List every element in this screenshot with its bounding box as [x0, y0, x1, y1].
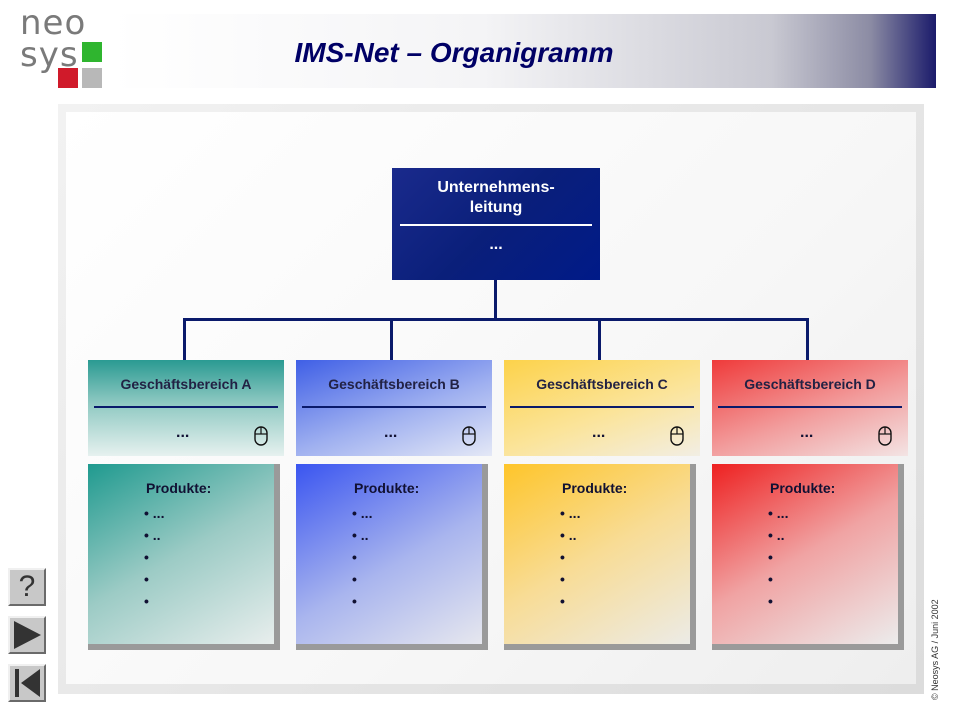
division-title: Geschäftsbereich A: [120, 376, 252, 392]
division-title: Geschäftsbereich D: [744, 376, 876, 392]
division-detail: ...: [176, 424, 190, 441]
list-item: • ..: [352, 527, 369, 543]
products-box-face: Produkte: • ... • .. • • •: [504, 464, 690, 644]
products-box-face: Produkte: • ... • .. • • •: [712, 464, 898, 644]
mouse-icon[interactable]: [254, 426, 268, 446]
top-node-divider: [400, 224, 592, 226]
division-title: Geschäftsbereich C: [536, 376, 668, 392]
list-item: • ..: [768, 527, 785, 543]
copyright-text: © Neosys AG / Juni 2002: [930, 599, 940, 700]
list-item: •: [144, 549, 149, 565]
division-box-c: Geschäftsbereich C ...: [504, 360, 700, 456]
connector-drop-a: [183, 318, 186, 360]
help-icon: ?: [18, 570, 36, 603]
list-item: •: [144, 571, 149, 587]
products-box-d: Produkte: • ... • .. • • •: [712, 464, 904, 650]
products-list: • ... • .. • • •: [144, 502, 164, 612]
products-box-face: Produkte: • ... • .. • • •: [88, 464, 274, 644]
list-item: •: [768, 571, 773, 587]
list-item: • ...: [560, 505, 581, 521]
products-box-a: Produkte: • ... • .. • • •: [88, 464, 280, 650]
list-item: • ..: [560, 527, 577, 543]
list-item: •: [560, 549, 565, 565]
next-slide-button[interactable]: [8, 616, 46, 654]
list-item: •: [352, 549, 357, 565]
mouse-icon[interactable]: [462, 426, 476, 446]
mouse-icon[interactable]: [670, 426, 684, 446]
division-divider: [302, 406, 486, 408]
logo-text-neo: neo: [20, 3, 87, 43]
division-detail: ...: [384, 424, 398, 441]
connector-horizontal: [183, 318, 809, 321]
division-detail: ...: [800, 424, 814, 441]
header-bar: IMS-Net – Organigramm: [112, 14, 936, 88]
products-list: • ... • .. • • •: [352, 502, 372, 612]
list-item: •: [352, 593, 357, 609]
logo-square-red: [58, 68, 78, 88]
list-item: •: [352, 571, 357, 587]
connector-drop-d: [806, 318, 809, 360]
mouse-icon[interactable]: [878, 426, 892, 446]
division-divider: [94, 406, 278, 408]
list-item: •: [560, 593, 565, 609]
products-label: Produkte:: [146, 480, 212, 496]
division-divider: [718, 406, 902, 408]
products-box-c: Produkte: • ... • .. • • •: [504, 464, 696, 650]
products-label: Produkte:: [770, 480, 836, 496]
products-list: • ... • .. • • •: [768, 502, 788, 612]
division-title: Geschäftsbereich B: [328, 376, 460, 392]
neosys-logo: neo sys: [0, 0, 112, 96]
list-item: •: [560, 571, 565, 587]
page-title: IMS-Net – Organigramm: [294, 37, 614, 68]
logo-text-sys: sys: [20, 35, 79, 75]
list-item: • ...: [144, 505, 165, 521]
top-node-title-line1: Unternehmens-: [437, 179, 555, 196]
help-button[interactable]: ?: [8, 568, 46, 606]
products-label: Produkte:: [354, 480, 420, 496]
products-box-b: Produkte: • ... • .. • • •: [296, 464, 488, 650]
products-box-face: Produkte: • ... • .. • • •: [296, 464, 482, 644]
top-node-management: Unternehmens- leitung ...: [392, 168, 600, 280]
first-slide-button[interactable]: [8, 664, 46, 702]
play-next-icon: [14, 621, 41, 649]
logo-square-green: [82, 42, 102, 62]
division-box-d: Geschäftsbereich D ...: [712, 360, 908, 456]
connector-vertical-top: [494, 280, 497, 320]
division-detail: ...: [592, 424, 606, 441]
division-divider: [510, 406, 694, 408]
list-item: •: [768, 549, 773, 565]
list-item: •: [768, 593, 773, 609]
list-item: •: [144, 593, 149, 609]
connector-drop-c: [598, 318, 601, 360]
products-label: Produkte:: [562, 480, 628, 496]
logo-square-grey: [82, 68, 102, 88]
division-box-b: Geschäftsbereich B ...: [296, 360, 492, 456]
top-node-detail: ...: [489, 236, 503, 253]
products-list: • ... • .. • • •: [560, 502, 580, 612]
connector-drop-b: [390, 318, 393, 360]
list-item: • ..: [144, 527, 161, 543]
top-node-title-line2: leitung: [469, 199, 523, 216]
list-item: • ...: [352, 505, 373, 521]
list-item: • ...: [768, 505, 789, 521]
top-node-title: Unternehmens- leitung: [392, 178, 600, 218]
skip-to-first-icon: [15, 669, 40, 697]
division-box-a: Geschäftsbereich A ...: [88, 360, 284, 456]
